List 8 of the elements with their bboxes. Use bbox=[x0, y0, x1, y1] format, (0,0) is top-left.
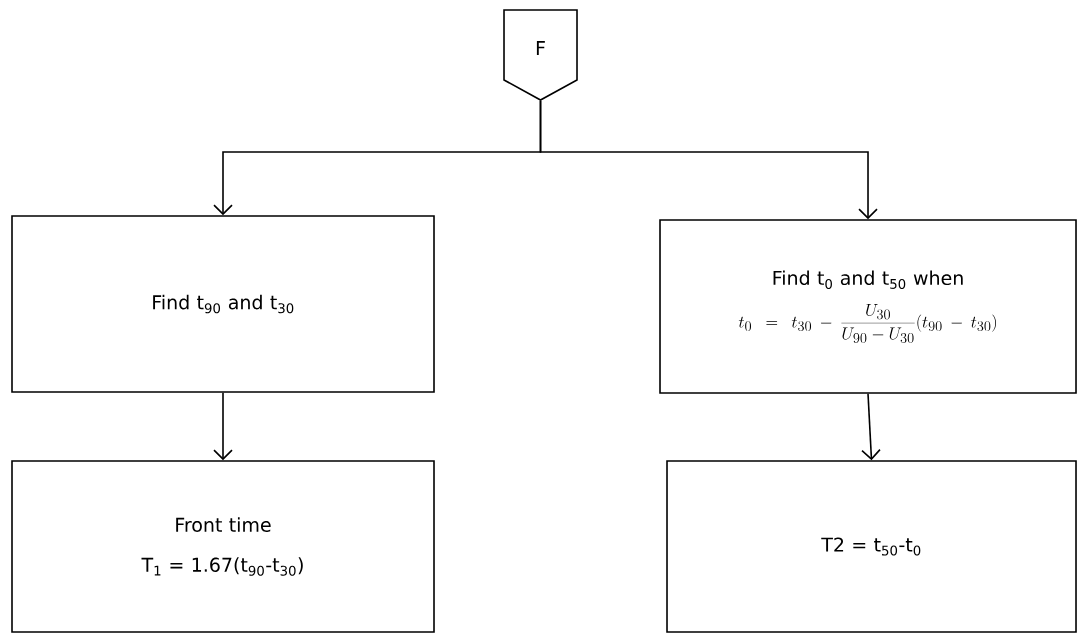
process-box: Find t$_{0}$ and t$_{50}$ when $t_0 = t_{30} - \frac{U_{30}}{U_{90} - U_{30}}(t_{90} - t_{30})$ bbox=[659, 219, 1077, 394]
process-box: Find t$_{90}$ and t$_{30}$ bbox=[11, 215, 435, 393]
process-box: T2 = t$_{50}$-t$_{0}$ bbox=[666, 460, 1077, 633]
process-box: Front time T$_{1}$ = 1.67(t$_{90}$-t$_{30}$) bbox=[11, 460, 435, 633]
arrow bbox=[213, 392, 233, 461]
arrow bbox=[539, 100, 878, 220]
off-page-connector: F bbox=[503, 9, 578, 101]
arrow bbox=[861, 393, 881, 461]
